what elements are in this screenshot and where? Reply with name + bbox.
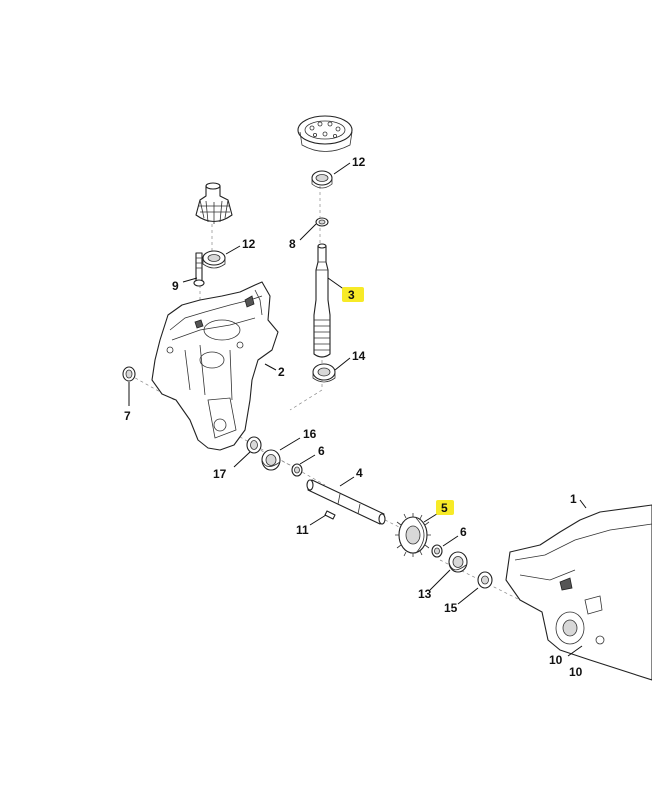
label-part-3[interactable]: 3	[348, 288, 355, 302]
washer-6-right	[431, 544, 443, 558]
bearing-12-top	[311, 170, 333, 189]
label-part-7[interactable]: 7	[124, 409, 131, 423]
label-part-4[interactable]: 4	[356, 466, 363, 480]
label-part-15[interactable]: 15	[444, 601, 458, 615]
gear-5	[395, 513, 431, 557]
label-part-9[interactable]: 9	[172, 279, 179, 293]
shaft-4	[306, 479, 386, 525]
shaft-3	[313, 243, 331, 358]
washer-15	[477, 571, 493, 589]
label-part-10-a[interactable]: 10	[549, 653, 563, 667]
gearbox-housing-1	[505, 504, 652, 681]
highlight-part-3	[342, 287, 364, 302]
label-part-2[interactable]: 2	[278, 365, 285, 379]
label-part-6-right[interactable]: 6	[460, 525, 467, 539]
washer-6-left	[291, 463, 303, 477]
label-part-16[interactable]: 16	[303, 427, 317, 441]
washer-8	[315, 217, 329, 227]
upper-gear-disk	[297, 115, 353, 152]
label-part-13[interactable]: 13	[418, 587, 432, 601]
bearing-12-left	[202, 250, 226, 269]
bevel-pinion-gear	[195, 182, 233, 224]
highlight-part-5	[436, 500, 454, 515]
label-part-1[interactable]: 1	[570, 492, 577, 506]
label-part-12-left[interactable]: 12	[242, 237, 256, 251]
label-part-10-b[interactable]: 10	[569, 665, 583, 679]
label-part-11[interactable]: 11	[296, 523, 309, 537]
bearing-13	[448, 551, 468, 573]
bearing-16	[261, 449, 281, 471]
label-part-12-top[interactable]: 12	[352, 155, 366, 169]
bearing-14	[312, 363, 336, 383]
label-part-5[interactable]: 5	[441, 501, 448, 515]
bolt-9	[193, 252, 205, 287]
label-part-8[interactable]: 8	[289, 237, 296, 251]
washer-17	[246, 436, 262, 454]
label-part-17[interactable]: 17	[213, 467, 227, 481]
label-part-14[interactable]: 14	[352, 349, 366, 363]
key-11	[324, 510, 336, 520]
gearbox-housing-2	[151, 281, 279, 451]
label-part-6-left[interactable]: 6	[318, 444, 325, 458]
seal-7	[122, 366, 136, 382]
